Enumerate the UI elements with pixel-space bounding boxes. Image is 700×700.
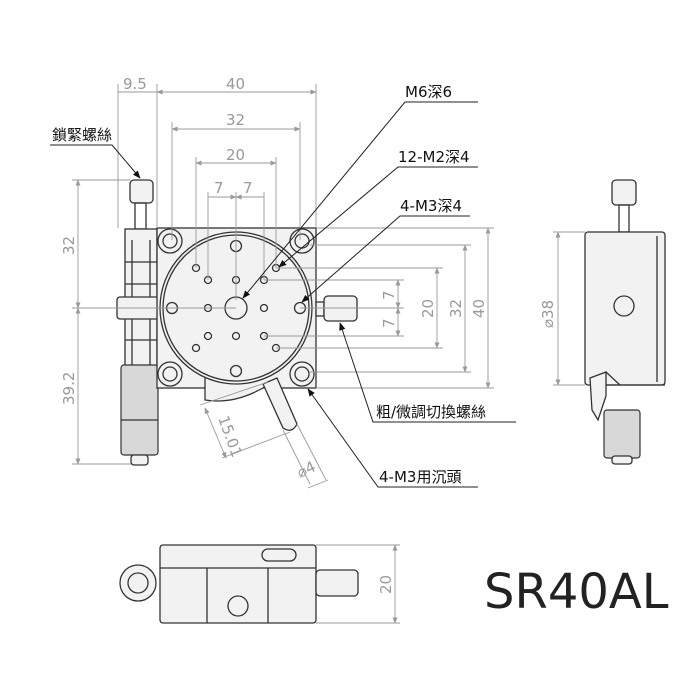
dim-7-right-top: 7: [380, 290, 398, 300]
dim-20-right: 20: [419, 299, 437, 318]
dim-15-01: 15.01: [214, 413, 246, 460]
dim-dia4: ⌀4: [294, 457, 318, 481]
model-name: SR40AL: [484, 564, 669, 620]
dim-32-left: 32: [60, 236, 78, 255]
side-view: ⌀38: [539, 179, 666, 465]
dim-40-top: 40: [226, 75, 245, 93]
dim-7-right-bottom: 7: [380, 318, 398, 328]
dim-7-top-right: 7: [243, 179, 253, 197]
coarse-fine-knob: [315, 295, 358, 322]
dim-20-height: 20: [377, 575, 395, 594]
callout-m6: M6深6: [405, 83, 452, 101]
callout-lock-screw: 鎖緊螺絲: [52, 126, 112, 144]
callout-m3-counterbore: 4-M3用沉頭: [379, 468, 461, 486]
top-view: [116, 179, 358, 466]
callout-m3: 4-M3深4: [400, 197, 462, 215]
dim-32-top: 32: [226, 111, 245, 129]
rotation-housing: [204, 378, 269, 402]
dim-9-5: 9.5: [123, 75, 147, 93]
dim-40-right: 40: [470, 299, 488, 318]
dimension-lines: [72, 84, 494, 489]
callouts: 鎖緊螺絲 M6深6 12-M2深4 4-M3深4 粗/微調切換螺絲 4-M3用沉…: [50, 83, 516, 488]
front-view: 20: [119, 544, 400, 624]
dim-32-right: 32: [447, 299, 465, 318]
callout-coarse-fine: 粗/微調切換螺絲: [376, 403, 486, 421]
callout-m2: 12-M2深4: [398, 148, 470, 166]
dim-20-top: 20: [226, 146, 245, 164]
micrometer-body: [116, 228, 163, 466]
dim-dia38: ⌀38: [539, 300, 557, 328]
dim-39-2-left: 39.2: [60, 372, 78, 405]
dim-7-top-left: 7: [214, 179, 224, 197]
lock-screw-knob: [129, 179, 154, 230]
